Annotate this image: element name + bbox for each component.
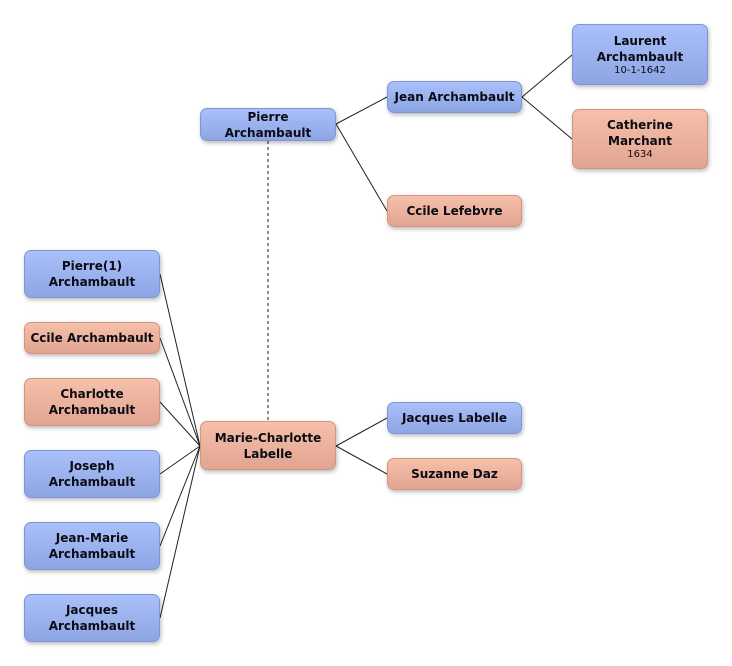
person-name: Ccile Archambault bbox=[30, 331, 154, 345]
person-name: Jacques Archambault bbox=[48, 603, 136, 633]
parent-line bbox=[521, 96, 573, 140]
person-name: Joseph Archambault bbox=[48, 459, 136, 489]
child-line bbox=[159, 445, 201, 619]
child-line bbox=[159, 445, 201, 475]
person-date: 1634 bbox=[627, 149, 653, 160]
child-line bbox=[159, 445, 201, 547]
person-node-pierre-archambault[interactable]: Pierre Archambault bbox=[200, 108, 336, 141]
person-name: Marie-Charlotte Labelle bbox=[214, 430, 322, 461]
person-date: 10-1-1642 bbox=[614, 64, 666, 76]
parent-line bbox=[335, 96, 388, 125]
person-name: Catherine Marchant bbox=[606, 118, 674, 148]
person-node-jacques-archambault[interactable]: Jacques Archambault bbox=[24, 594, 160, 642]
parent-line bbox=[521, 54, 573, 98]
parent-line bbox=[335, 417, 388, 447]
person-node-laurent-archambault[interactable]: Laurent Archambault 10-1-1642 bbox=[572, 24, 708, 85]
person-name: Jacques Labelle bbox=[401, 411, 508, 425]
person-name: Charlotte Archambault bbox=[48, 387, 136, 417]
person-node-charlotte-archambault[interactable]: Charlotte Archambault bbox=[24, 378, 160, 426]
person-node-marie-charlotte-labelle[interactable]: Marie-Charlotte Labelle bbox=[200, 421, 336, 470]
person-node-jacques-labelle[interactable]: Jacques Labelle bbox=[387, 402, 522, 434]
person-name: Jean Archambault bbox=[394, 90, 515, 104]
person-node-jean-marie-archambault[interactable]: Jean-Marie Archambault bbox=[24, 522, 160, 570]
person-name: Suzanne Daz bbox=[411, 467, 498, 481]
person-node-joseph-archambault[interactable]: Joseph Archambault bbox=[24, 450, 160, 498]
parent-line bbox=[335, 123, 388, 212]
person-name: Jean-Marie Archambault bbox=[48, 531, 136, 561]
person-node-ccile-archambault[interactable]: Ccile Archambault bbox=[24, 322, 160, 354]
person-node-jean-archambault[interactable]: Jean Archambault bbox=[387, 81, 522, 113]
person-name: Ccile Lefebvre bbox=[406, 204, 503, 218]
person-node-pierre1-archambault[interactable]: Pierre(1) Archambault bbox=[24, 250, 160, 298]
child-line bbox=[159, 401, 201, 447]
parent-line bbox=[335, 445, 388, 475]
child-line bbox=[159, 337, 201, 447]
person-node-suzanne-daz[interactable]: Suzanne Daz bbox=[387, 458, 522, 490]
child-line bbox=[159, 273, 201, 447]
person-node-catherine-marchant[interactable]: Catherine Marchant 1634 bbox=[572, 109, 708, 169]
person-node-ccile-lefebvre[interactable]: Ccile Lefebvre bbox=[387, 195, 522, 227]
person-name: Pierre(1) Archambault bbox=[48, 259, 136, 289]
person-name: Pierre Archambault bbox=[224, 109, 312, 140]
person-name: Laurent Archambault bbox=[596, 33, 684, 64]
